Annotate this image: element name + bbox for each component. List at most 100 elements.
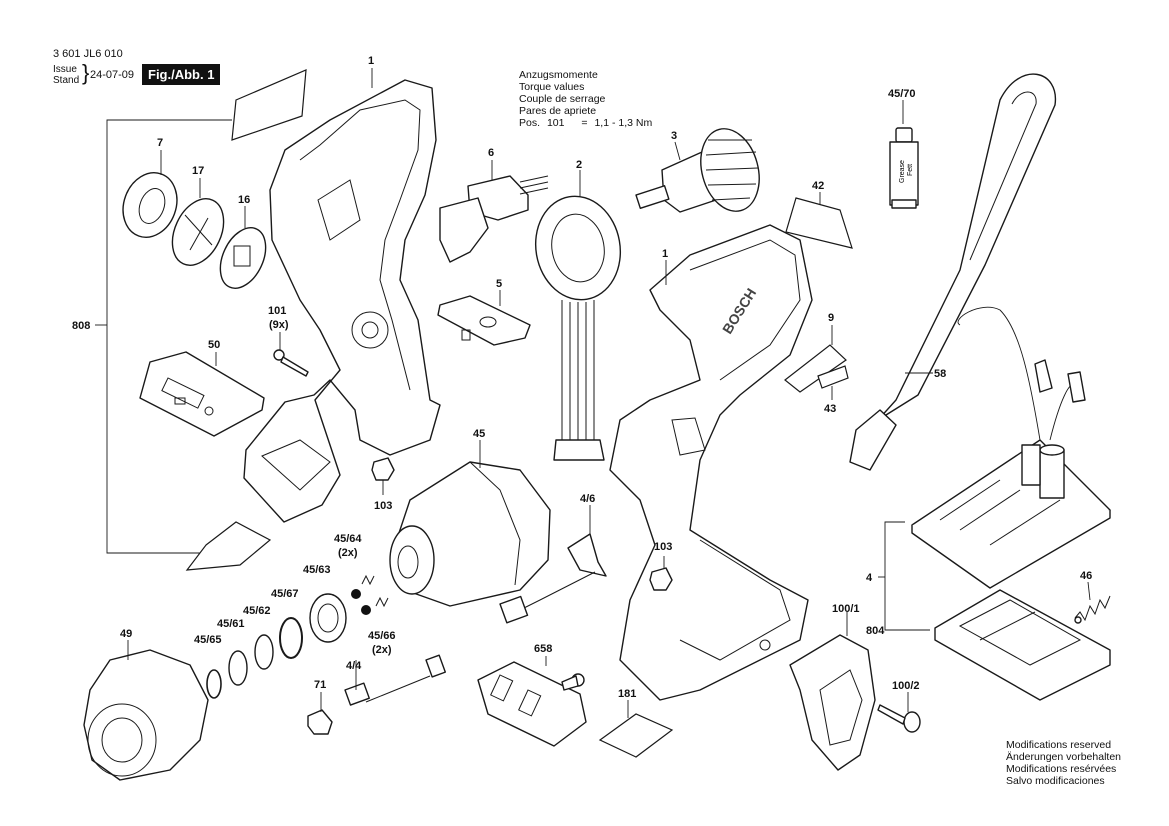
part-4-4-cable [344,654,447,706]
label-part-17: 17 [192,165,204,177]
part-2-stator [534,195,622,461]
label-part-4-4: 4/4 [346,660,362,672]
part-4-6-cable [499,533,607,624]
part-45-64-balls [351,574,389,615]
label-part-808: 808 [72,320,90,332]
label-part-658: 658 [534,643,552,655]
part-50-control-panel [139,351,265,437]
label-part-100-2: 100/2 [892,680,920,692]
label-part-45-66: 45/66 [368,630,396,642]
part-3-rotor [635,128,760,213]
issue-label-de: Stand [53,75,80,86]
label-part-49: 49 [120,628,132,640]
label-part-45-65: 45/65 [194,634,222,646]
torque-spec-unit: Nm [635,117,653,129]
part-100-2-screw [877,704,921,733]
label-part-50: 50 [208,339,220,351]
label-part-43: 43 [824,403,836,415]
part-658-battery-holder [477,661,587,747]
label-part-3: 3 [671,130,677,142]
label-part-1-left: 1 [368,55,374,67]
label-part-16: 16 [238,194,250,206]
label-part-181: 181 [618,688,636,700]
torque-note-line-fr: Couple de serrage [519,93,606,105]
figure-label: Fig./Abb. 1 [142,64,221,85]
part-42-label [785,197,853,249]
modifications-line-fr: Modifications resérvées [1006,763,1117,775]
torque-note-line-es: Pares de apriete [519,105,597,117]
label-plate-808 [185,521,272,571]
label-part-45-67: 45/67 [271,588,299,600]
label-part-100-1: 100/1 [832,603,860,615]
part-100-1-belt-clip [789,634,876,771]
label-part-6: 6 [488,147,494,159]
grease-tube-label-1: Grease [899,160,906,183]
part-103-nut-upper [371,457,395,481]
label-part-71: 71 [314,679,326,691]
part-45-63-sleeve [309,593,347,643]
torque-spec-equals: = [581,117,588,129]
label-part-9: 9 [828,312,834,324]
part-181-label [598,713,674,758]
label-part-45-64: 45/64 [334,533,362,545]
label-part-58: 58 [934,368,946,380]
label-part-45-66-qty: (2x) [372,644,392,656]
torque-note: Anzugsmomente Torque values Couple de se… [519,69,652,129]
part-45-61-ring [228,650,248,686]
part-58-strap [849,73,1057,471]
bracket-4 [878,521,930,631]
part-number-labels: 1 7 17 16 6 2 3 1 5 42 9 43 58 45/70 45 … [72,55,1092,700]
torque-spec-pos: Pos. [519,117,541,129]
modifications-note: Modifications reserved Änderungen vorbeh… [1006,739,1121,787]
issue-date: 24-07-09 [90,69,135,81]
part-46-spring [1074,595,1111,624]
part-45-70-grease-tube: Grease Fett [889,127,919,209]
part-43-label [817,365,849,389]
label-part-45-62: 45/62 [243,605,271,617]
label-part-103-left: 103 [374,500,392,512]
modifications-line-de: Änderungen vorbehalten [1006,751,1122,763]
part-45-62-washer [254,634,274,670]
label-part-45-70: 45/70 [888,88,916,100]
modifications-line-en: Modifications reserved [1006,739,1112,751]
part-5-slider [437,295,531,346]
part-804-contact-plate [934,589,1111,701]
modifications-line-es: Salvo modificaciones [1006,775,1105,787]
label-part-1-right: 1 [662,248,668,260]
housing-left-half [243,79,441,523]
torque-spec-value: 1,1 - 1,3 [594,117,633,129]
part-71-plug [307,709,333,735]
part-17-disc [171,198,225,266]
grease-tube-label-2: Fett [907,164,914,176]
part-103-nut-lower [649,567,673,591]
label-plate-top [231,69,307,141]
label-part-42: 42 [812,180,824,192]
part-16-switch-plate [219,227,267,289]
issue-label-en: Issue [53,64,77,75]
issue-label: Issue Stand [53,64,79,86]
label-part-45-61: 45/61 [217,618,245,630]
bracket-808 [95,119,232,554]
label-part-101-qty: (9x) [269,319,289,331]
part-9-label [784,344,847,393]
label-part-7: 7 [157,137,163,149]
part-45-gear-housing [389,461,551,607]
label-part-103-right: 103 [654,541,672,553]
issue-brace: } [82,60,90,85]
label-part-45: 45 [473,428,485,440]
housing-right-half: BOSCH [609,224,813,701]
part-101-screw [273,349,309,377]
label-part-5: 5 [496,278,502,290]
part-49-nose-cap [83,649,209,781]
label-part-46: 46 [1080,570,1092,582]
label-part-804: 804 [866,625,885,637]
label-part-45-63: 45/63 [303,564,331,576]
label-part-2: 2 [576,159,582,171]
part-45-67-ring [279,617,303,659]
document-number: 3 601 JL6 010 [53,48,123,60]
part-45-65-clip [206,669,222,699]
leader-lines [127,68,1091,718]
label-part-4: 4 [866,572,873,584]
torque-spec: Pos. 101 = 1,1 - 1,3 Nm [519,117,652,129]
